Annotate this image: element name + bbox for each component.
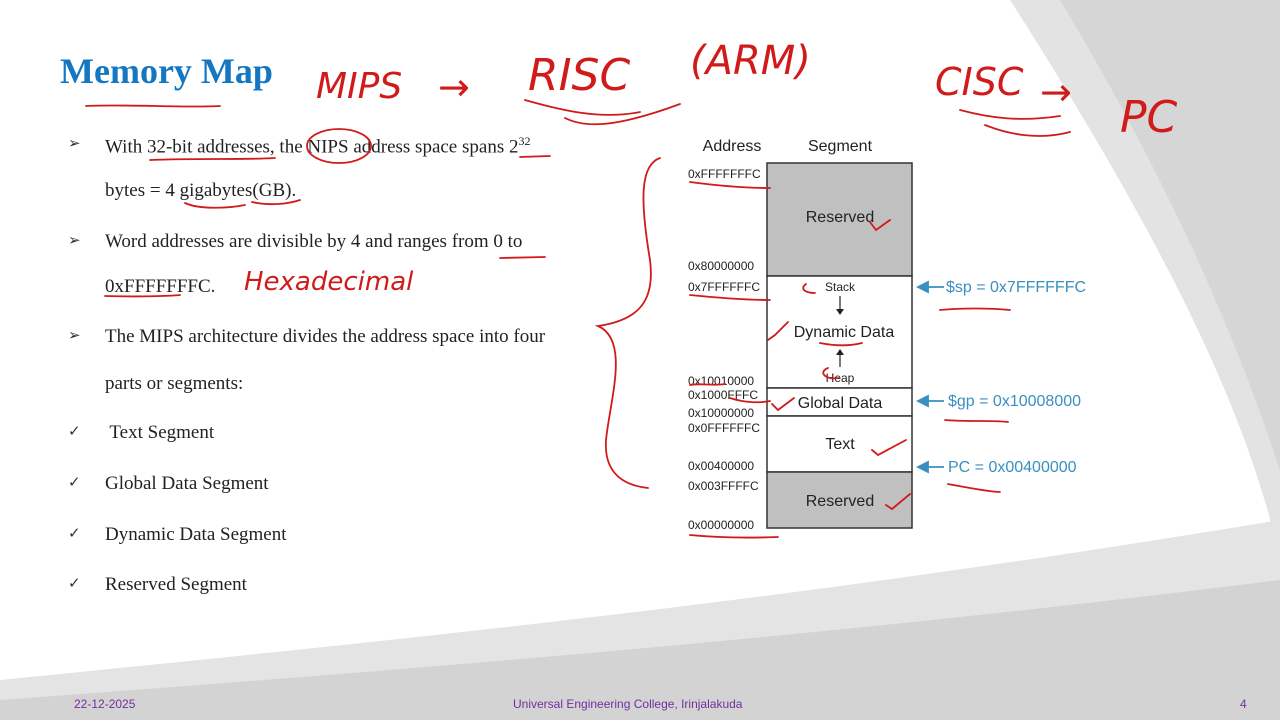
bullet-text: bytes = 4 gigabytes(GB). [105, 180, 297, 201]
check-icon: ✓ [68, 576, 81, 592]
footer-page-number: 4 [1240, 697, 1247, 711]
address-label: 0x00400000 [688, 459, 754, 473]
footer-college: Universal Engineering College, Irinjalak… [513, 697, 743, 711]
address-header: Address [703, 138, 762, 155]
stack-label: Stack [825, 280, 856, 294]
heap-label: Heap [826, 371, 855, 385]
bullet-text: The MIPS architecture divides the addres… [105, 326, 546, 347]
sp-arrow-icon [915, 280, 929, 294]
global-data-label: Global Data [798, 395, 883, 412]
address-label: 0x0FFFFFFC [688, 421, 760, 435]
bullet-text: 0xFFFFFFFC. [105, 276, 216, 297]
check-text: Text Segment [105, 422, 215, 443]
address-label: 0x10000000 [688, 406, 754, 420]
reserved-bottom-label: Reserved [806, 493, 874, 510]
gp-arrow-icon [915, 394, 929, 408]
down-arrow-icon [836, 309, 844, 315]
up-arrow-icon [836, 349, 844, 355]
address-label: 0x00000000 [688, 518, 754, 532]
arrow-bullet-icon: ➢ [68, 328, 81, 344]
arrow-bullet-icon: ➢ [68, 136, 81, 152]
check-icon: ✓ [68, 475, 81, 491]
check-text: Dynamic Data Segment [105, 524, 287, 545]
sp-pointer-label: $sp = 0x7FFFFFFC [946, 279, 1086, 296]
bullet-text: Word addresses are divisible by 4 and ra… [105, 231, 523, 252]
address-label: 0x80000000 [688, 259, 754, 273]
check-text: Reserved Segment [105, 574, 247, 595]
slide-title: Memory Map [60, 51, 273, 91]
check-icon: ✓ [68, 526, 81, 542]
reserved-top-label: Reserved [806, 209, 874, 226]
dynamic-data-label: Dynamic Data [794, 324, 895, 341]
address-label: 0xFFFFFFFC [688, 167, 761, 181]
address-label: 0x7FFFFFFC [688, 280, 760, 294]
address-label: 0x1000FFFC [688, 388, 758, 402]
exponent: 32 [518, 134, 531, 148]
address-label: 0x10010000 [688, 374, 754, 388]
check-icon: ✓ [68, 424, 81, 440]
pc-arrow-icon [915, 460, 929, 474]
pc-pointer-label: PC = 0x00400000 [948, 459, 1077, 476]
segment-header: Segment [808, 138, 873, 155]
gp-pointer-label: $gp = 0x10008000 [948, 393, 1081, 410]
dynamic-data-segment [766, 275, 913, 389]
bullet-text: parts or segments: [105, 373, 244, 394]
text-segment-label: Text [825, 436, 855, 453]
address-label: 0x003FFFFC [688, 479, 759, 493]
footer-date: 22-12-2025 [74, 697, 136, 711]
check-text: Global Data Segment [105, 473, 269, 494]
arrow-bullet-icon: ➢ [68, 233, 81, 249]
